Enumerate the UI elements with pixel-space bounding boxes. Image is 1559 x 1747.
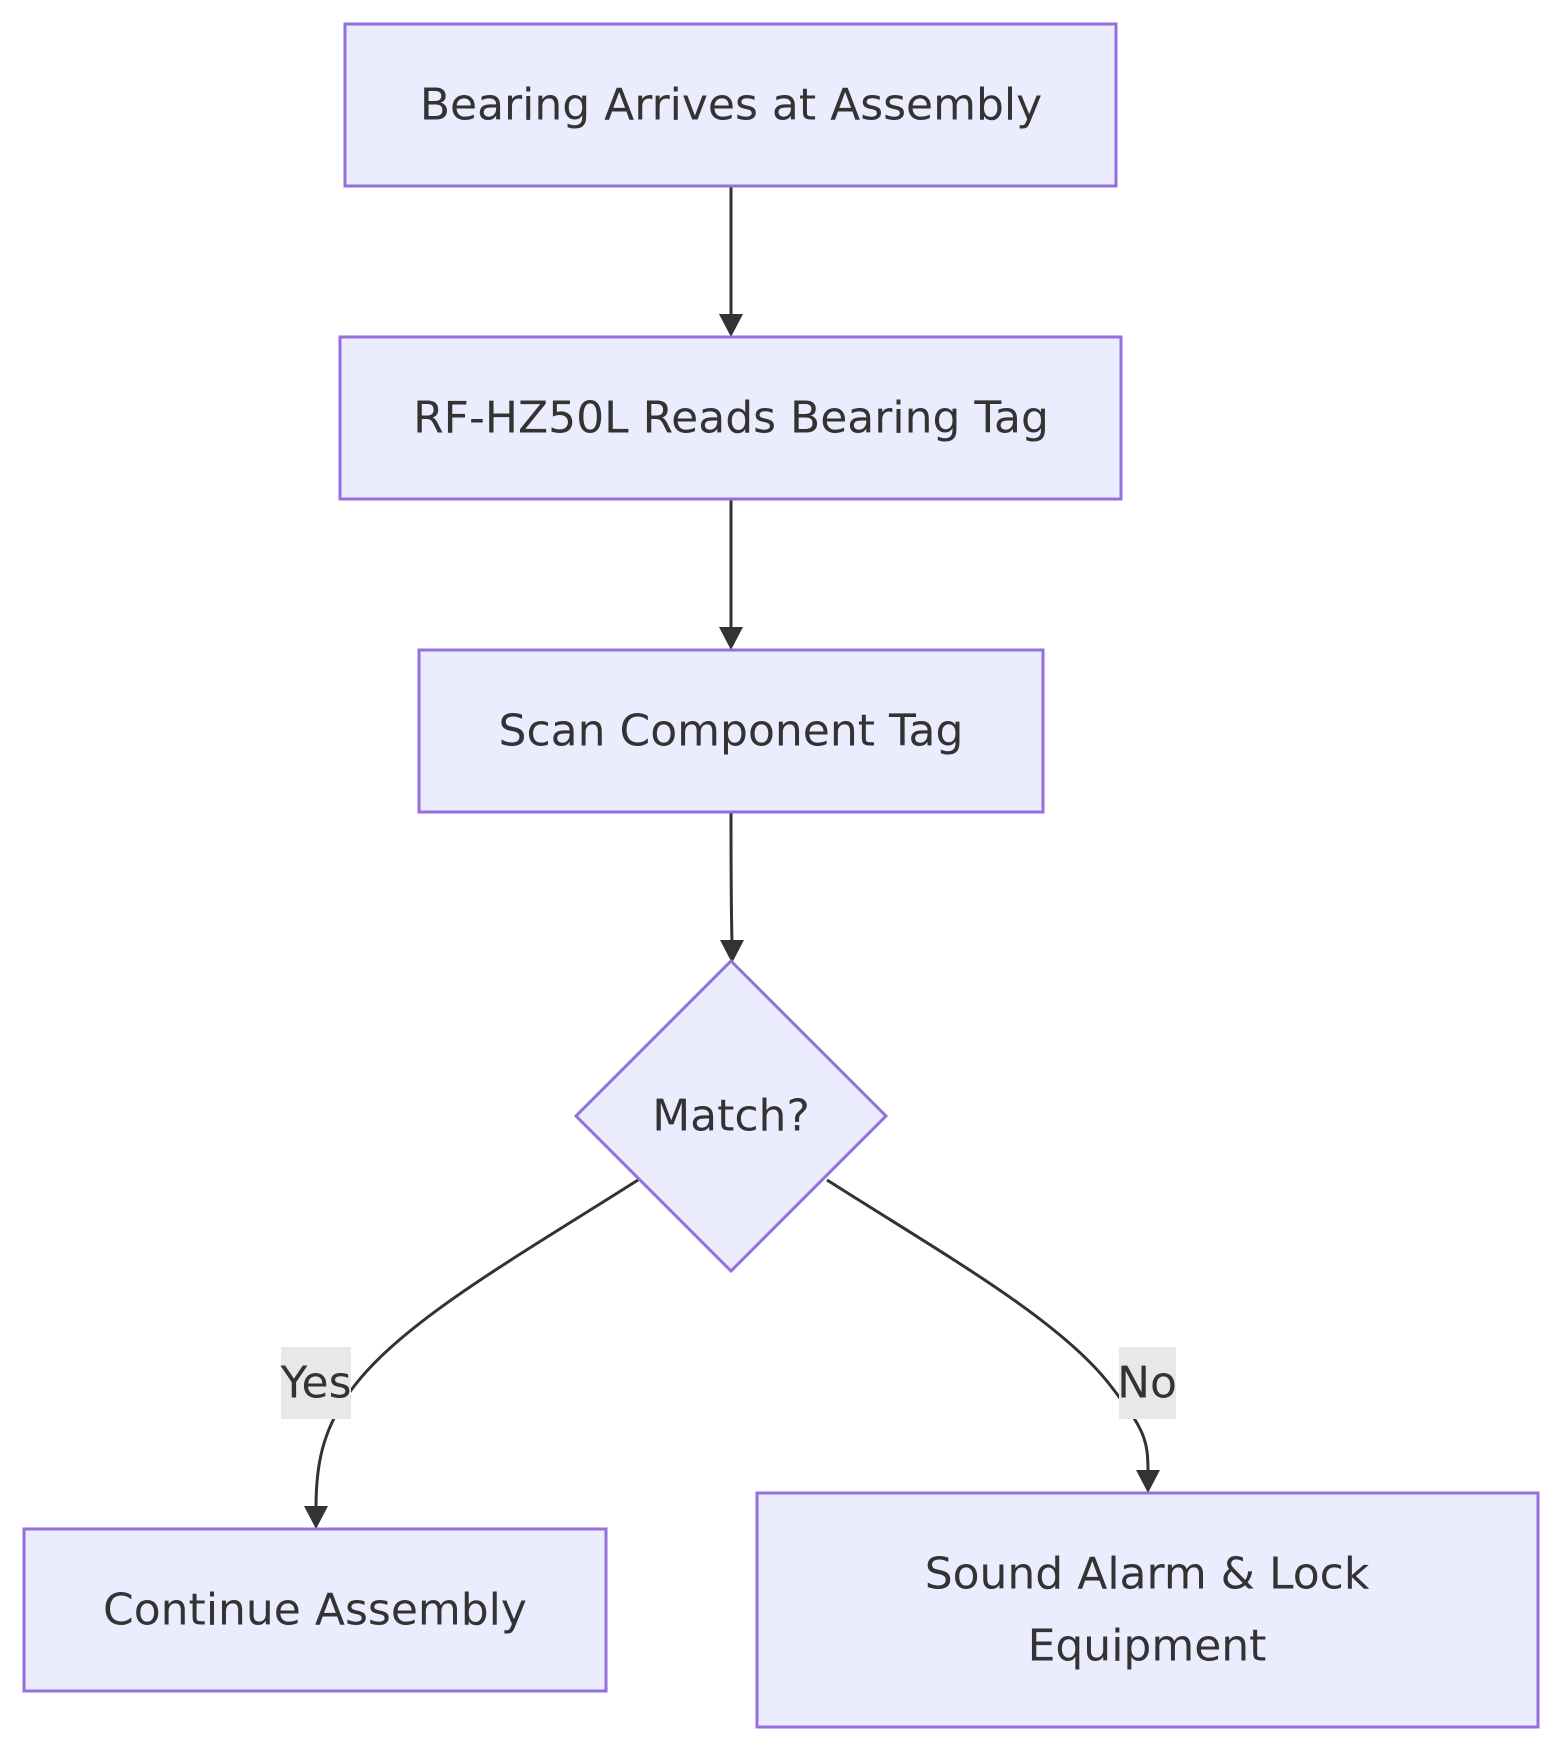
edge-scan-to-decision [729,811,734,943]
node-scan-label: Scan Component Tag [499,706,964,757]
node-start-label: Bearing Arrives at Assembly [420,80,1042,131]
node-read-label: RF-HZ50L Reads Bearing Tag [413,393,1049,444]
arrowhead-read-to-scan [719,627,743,650]
node-continue-label: Continue Assembly [103,1585,527,1636]
node-scan[interactable]: Scan Component Tag [417,648,1045,814]
node-read[interactable]: RF-HZ50L Reads Bearing Tag [338,335,1123,501]
edge-label-yes: Yes [279,1347,352,1419]
node-decision-label: Match? [652,1091,810,1142]
node-alarm[interactable]: Sound Alarm & Lock Equipment [755,1491,1540,1729]
edge-decision-to-alarm [826,1178,1150,1473]
arrowhead-scan-to-decision [720,940,744,963]
node-alarm-label-line2: Equipment [1028,1621,1267,1672]
node-continue[interactable]: Continue Assembly [22,1527,608,1693]
arrowhead-start-to-read [719,314,743,337]
arrowhead-decision-to-alarm [1136,1470,1160,1493]
edges [304,187,1160,1529]
yes-label: Yes [279,1358,351,1409]
arrowhead-decision-to-continue [304,1506,328,1529]
node-start[interactable]: Bearing Arrives at Assembly [343,22,1118,188]
node-decision[interactable]: Match? [573,958,889,1274]
edge-decision-to-continue [314,1178,639,1509]
edge-label-no: No [1117,1347,1177,1419]
node-alarm-label-line1: Sound Alarm & Lock [925,1549,1370,1600]
no-label: No [1117,1358,1177,1409]
